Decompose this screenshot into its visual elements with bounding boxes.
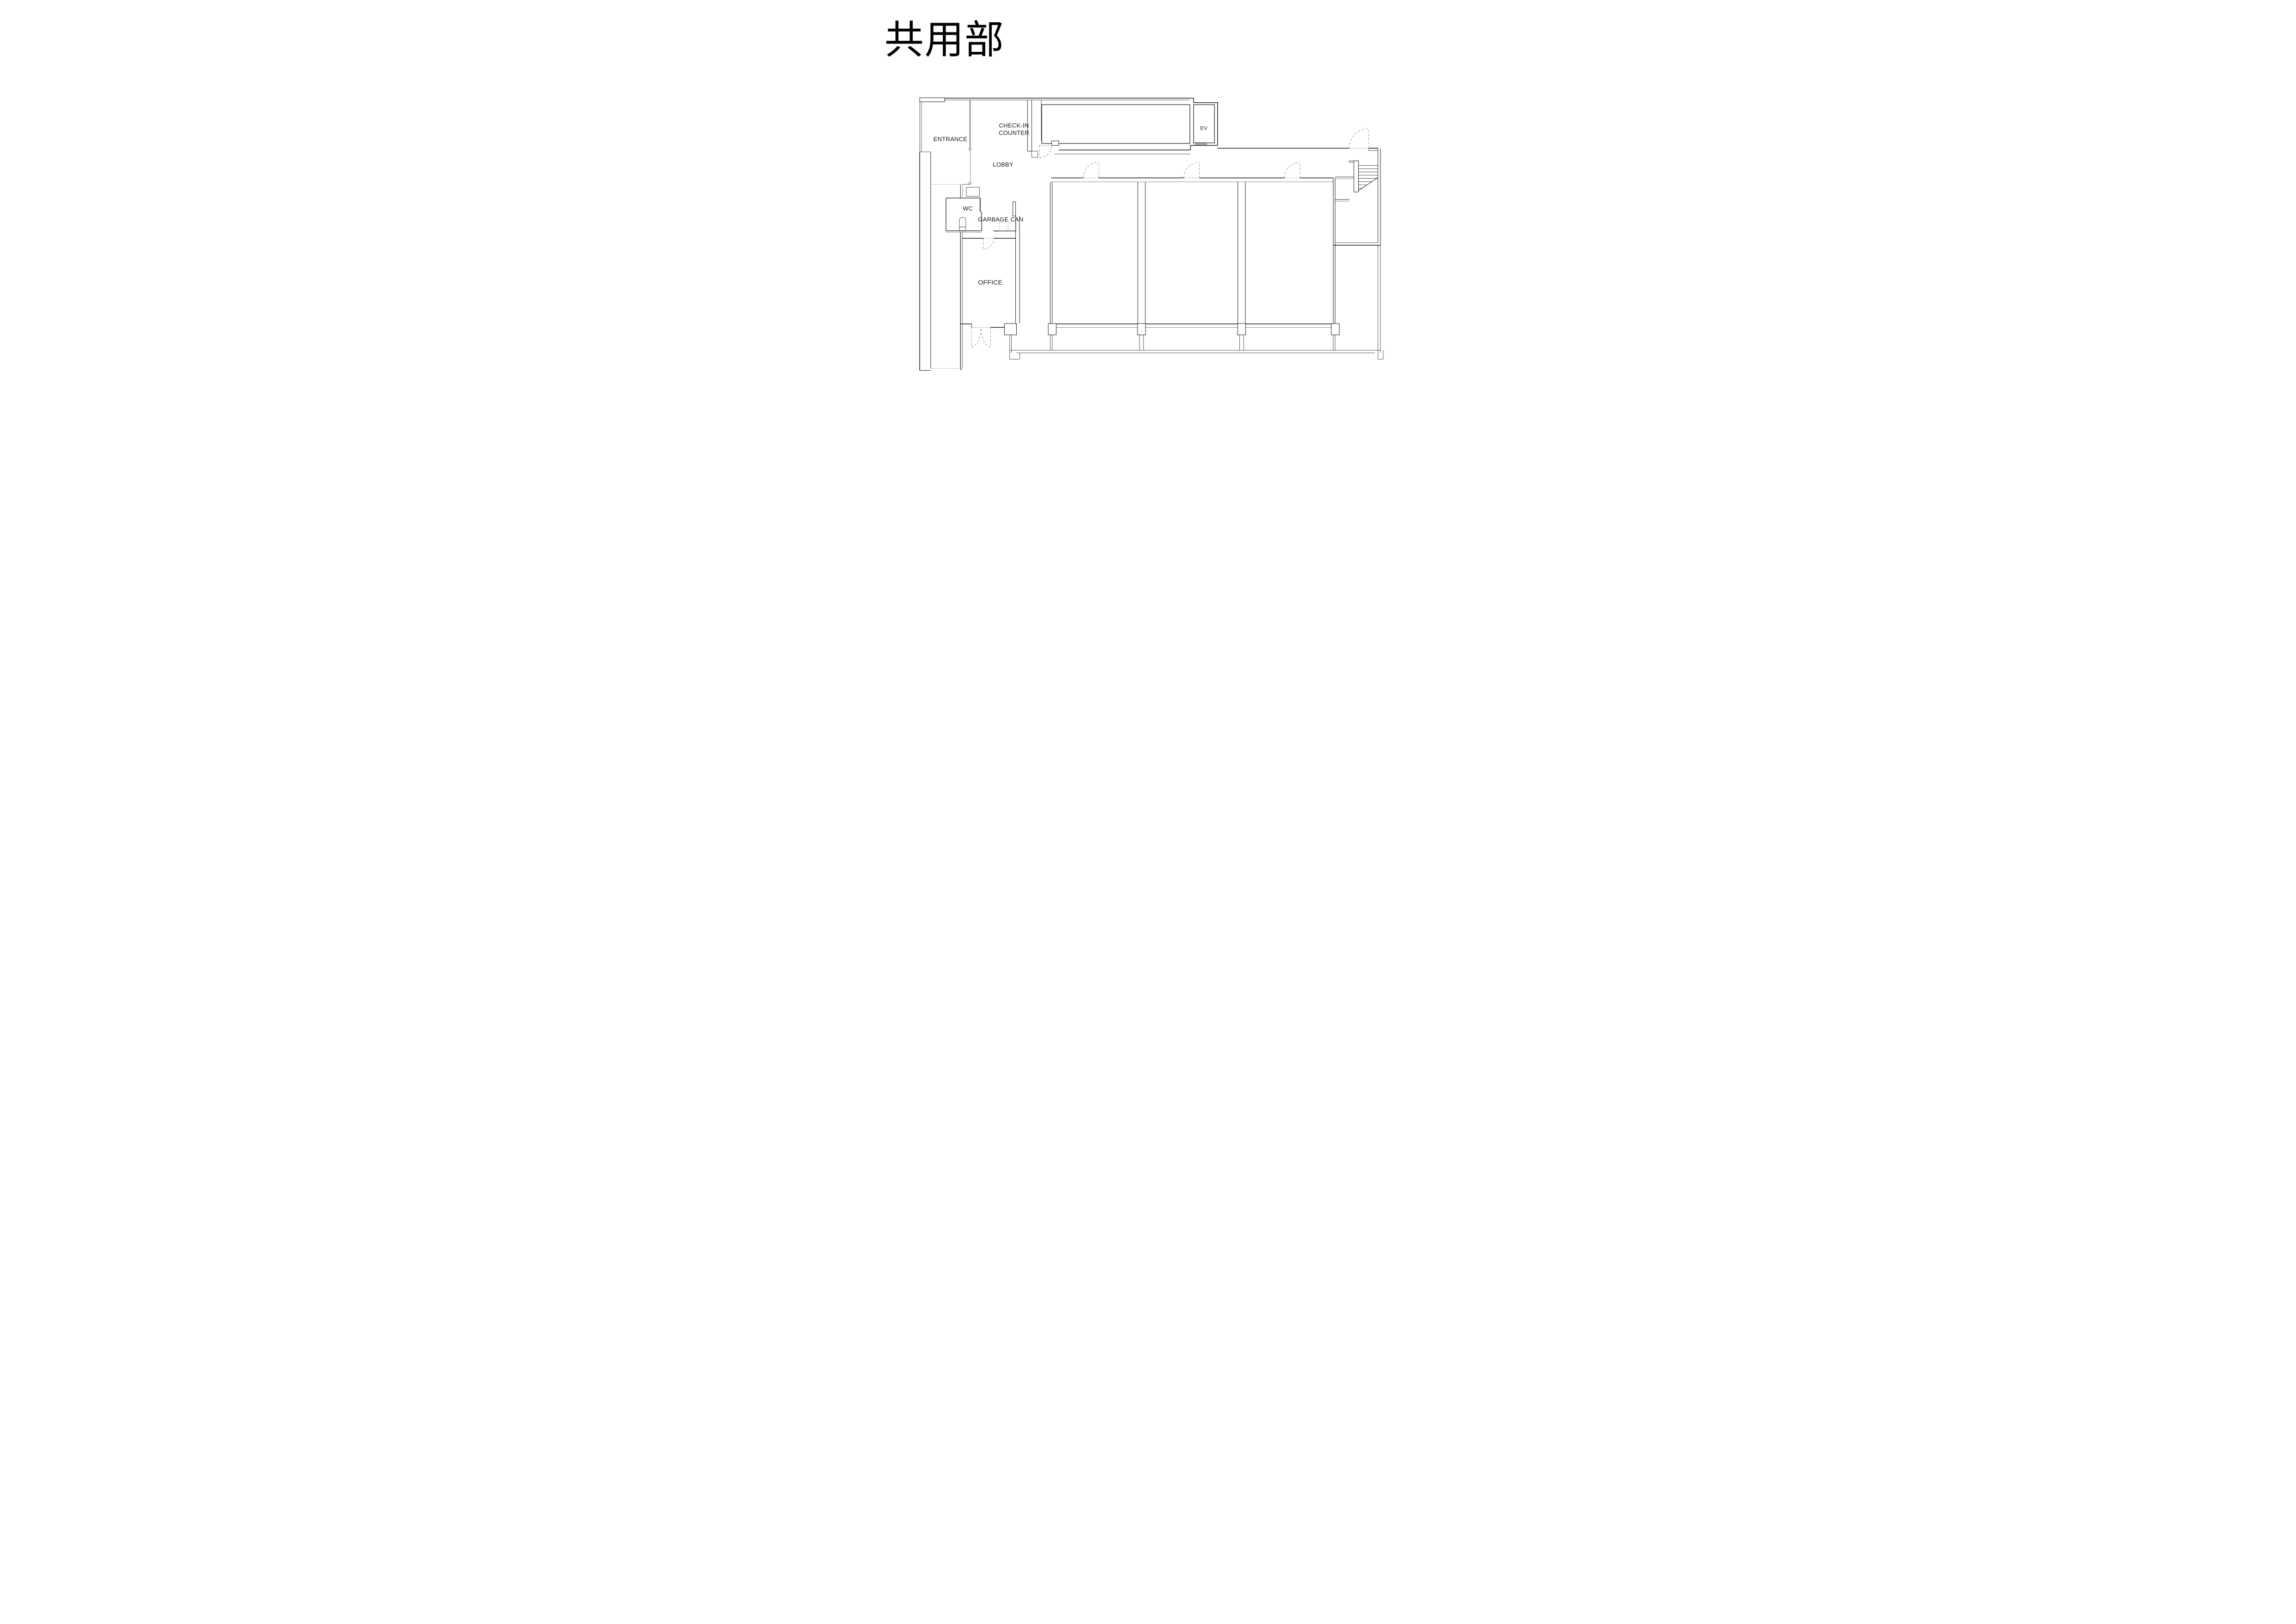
duct-shaft: [966, 187, 980, 197]
stair-break-line: [1358, 177, 1378, 191]
entrance-label: ENTRANCE: [933, 136, 967, 143]
lobby-label: LOBBY: [993, 161, 1014, 168]
door-hinge-notch: [968, 182, 971, 184]
garbage-can-label: GARBAGE CAN: [978, 216, 1023, 223]
wc-room: [945, 187, 982, 233]
checkin-counter-label-line1: CHECK-IN: [999, 122, 1029, 129]
lounge-room: [1041, 104, 1190, 146]
east-wall: [1377, 148, 1381, 245]
toilet-icon: [959, 217, 966, 231]
floor-plan-page: 共用部: [861, 0, 1435, 406]
room-doors: [1083, 162, 1300, 178]
wall-pier: [1137, 323, 1146, 336]
page-title: 共用部: [884, 18, 1004, 62]
exterior-door-right: [1349, 128, 1369, 149]
wall-pier: [1047, 323, 1057, 336]
understair-wall: [1335, 176, 1354, 200]
wall-pilaster: [1012, 201, 1016, 217]
wall-pier: [1331, 323, 1339, 336]
entrance-canopy: [919, 97, 945, 102]
exterior-walls: [919, 97, 1218, 371]
office-double-door: [971, 327, 991, 348]
office-label: OFFICE: [978, 279, 1002, 286]
checkin-counter: [1027, 100, 1041, 158]
door-jamb-block: [1051, 140, 1059, 146]
floor-plan-drawing: 共用部: [884, 18, 1383, 371]
wc-label: WC: [963, 205, 972, 212]
room-side-wall: [1332, 178, 1335, 324]
balcony-post: [1050, 335, 1335, 350]
door-hinge-notch: [968, 149, 971, 151]
room-divider-wall: [1237, 181, 1245, 324]
wall-pier: [1237, 323, 1246, 336]
stair-treads-lower: [1358, 181, 1372, 188]
ev-shaft: [1193, 104, 1215, 146]
stairs: [1333, 148, 1381, 246]
balcony-railing: [1009, 245, 1383, 360]
wall-pier: [1004, 323, 1017, 336]
stair-treads: [1358, 165, 1378, 179]
guest-rooms: [1047, 177, 1339, 350]
office-room: [960, 216, 1020, 370]
ev-label: EV: [1200, 126, 1207, 131]
room-divider-wall: [1137, 181, 1145, 324]
corridor-walls: [1054, 145, 1378, 155]
entrance-porch: [930, 100, 971, 198]
garbage-can-outline: [999, 222, 1007, 231]
room-side-wall: [1050, 181, 1052, 324]
garbage-area: [993, 201, 1016, 231]
understair-wall: [1335, 178, 1354, 202]
checkin-counter-label-line2: COUNTER: [998, 129, 1029, 136]
labels: ENTRANCE CHECK-IN COUNTER LOBBY EV WC GA…: [933, 122, 1207, 286]
garbage-can-outline: [1008, 222, 1016, 231]
stair-newel-wall: [1353, 160, 1359, 193]
lobby-door: [1039, 145, 1052, 158]
